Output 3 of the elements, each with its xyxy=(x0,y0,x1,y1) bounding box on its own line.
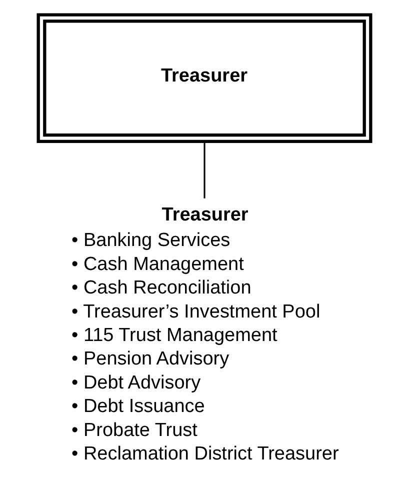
node-box: Treasurer xyxy=(36,13,372,143)
connector xyxy=(204,142,206,198)
node-text: Treasurer • Banking Services • Cash Management • Cash Reconciliation • Treasurer’s Investment Pool • 115 Trust Management • Pension Advisory • Debt Advisory • Debt Issuance • Probate Trust • Reclamation District Treasurer xyxy=(72,204,339,465)
